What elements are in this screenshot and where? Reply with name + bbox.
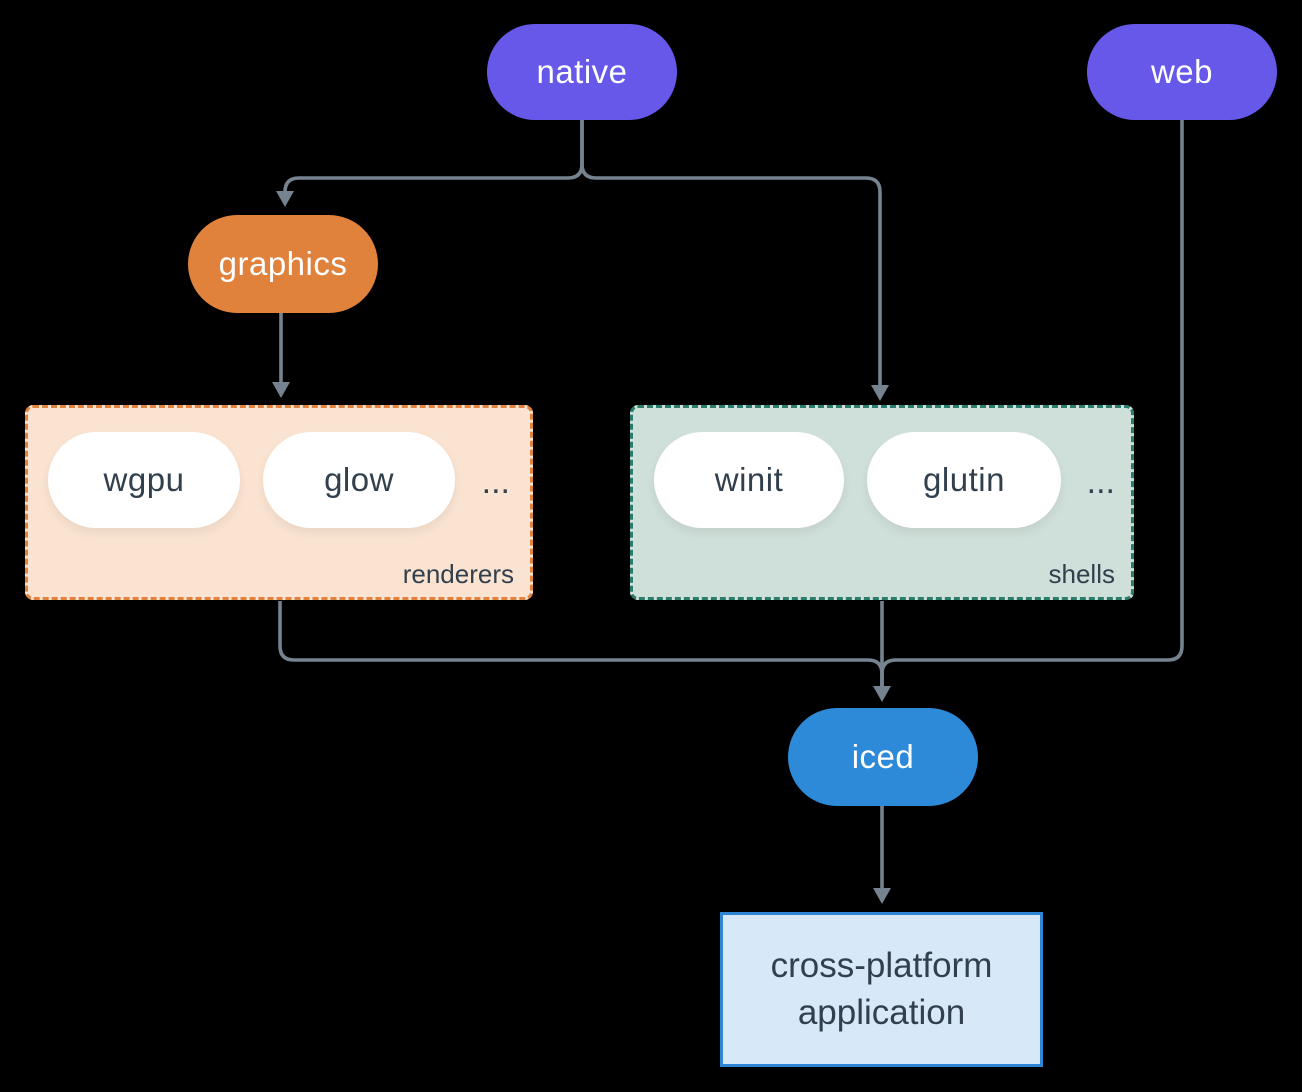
renderers-ellipsis: ... xyxy=(481,463,510,501)
group-renderers-label: renderers xyxy=(402,559,514,589)
arrowhead-into-graphics xyxy=(276,191,294,207)
node-wgpu: wgpu xyxy=(48,432,240,528)
group-shells-label: shells xyxy=(1048,559,1115,589)
node-web-label: web xyxy=(1150,53,1214,90)
node-graphics-label: graphics xyxy=(218,245,348,282)
node-wgpu-label: wgpu xyxy=(103,461,185,498)
node-glutin-label: glutin xyxy=(923,461,1005,498)
edge-web-iced xyxy=(880,120,1184,687)
arrowhead-into-app xyxy=(873,888,891,904)
node-winit: winit xyxy=(654,432,844,528)
app-label-line1: cross-platform xyxy=(770,946,993,986)
edge-native-graphics xyxy=(283,120,584,193)
node-winit-label: winit xyxy=(714,461,784,498)
node-glow: glow xyxy=(263,432,455,528)
shells-ellipsis: ... xyxy=(1086,463,1115,501)
node-cross-platform-application: cross-platform application xyxy=(720,912,1043,1067)
node-glow-label: glow xyxy=(324,461,394,498)
node-native: native xyxy=(487,24,677,120)
app-label-line2: application xyxy=(797,992,966,1032)
node-glutin: glutin xyxy=(867,432,1061,528)
arrowhead-into-shells xyxy=(871,385,889,401)
group-shells: winit glutin ... shells xyxy=(630,405,1134,600)
node-web: web xyxy=(1087,24,1277,120)
arrowhead-into-renderers xyxy=(272,382,290,398)
node-iced-label: iced xyxy=(851,738,915,775)
group-renderers: wgpu glow ... renderers xyxy=(25,405,533,600)
arrowhead-into-iced xyxy=(873,686,891,702)
node-graphics: graphics xyxy=(188,215,378,313)
edge-renderers-iced xyxy=(278,601,884,687)
edge-native-shells xyxy=(580,120,882,386)
node-native-label: native xyxy=(536,53,628,90)
node-iced: iced xyxy=(788,708,978,806)
